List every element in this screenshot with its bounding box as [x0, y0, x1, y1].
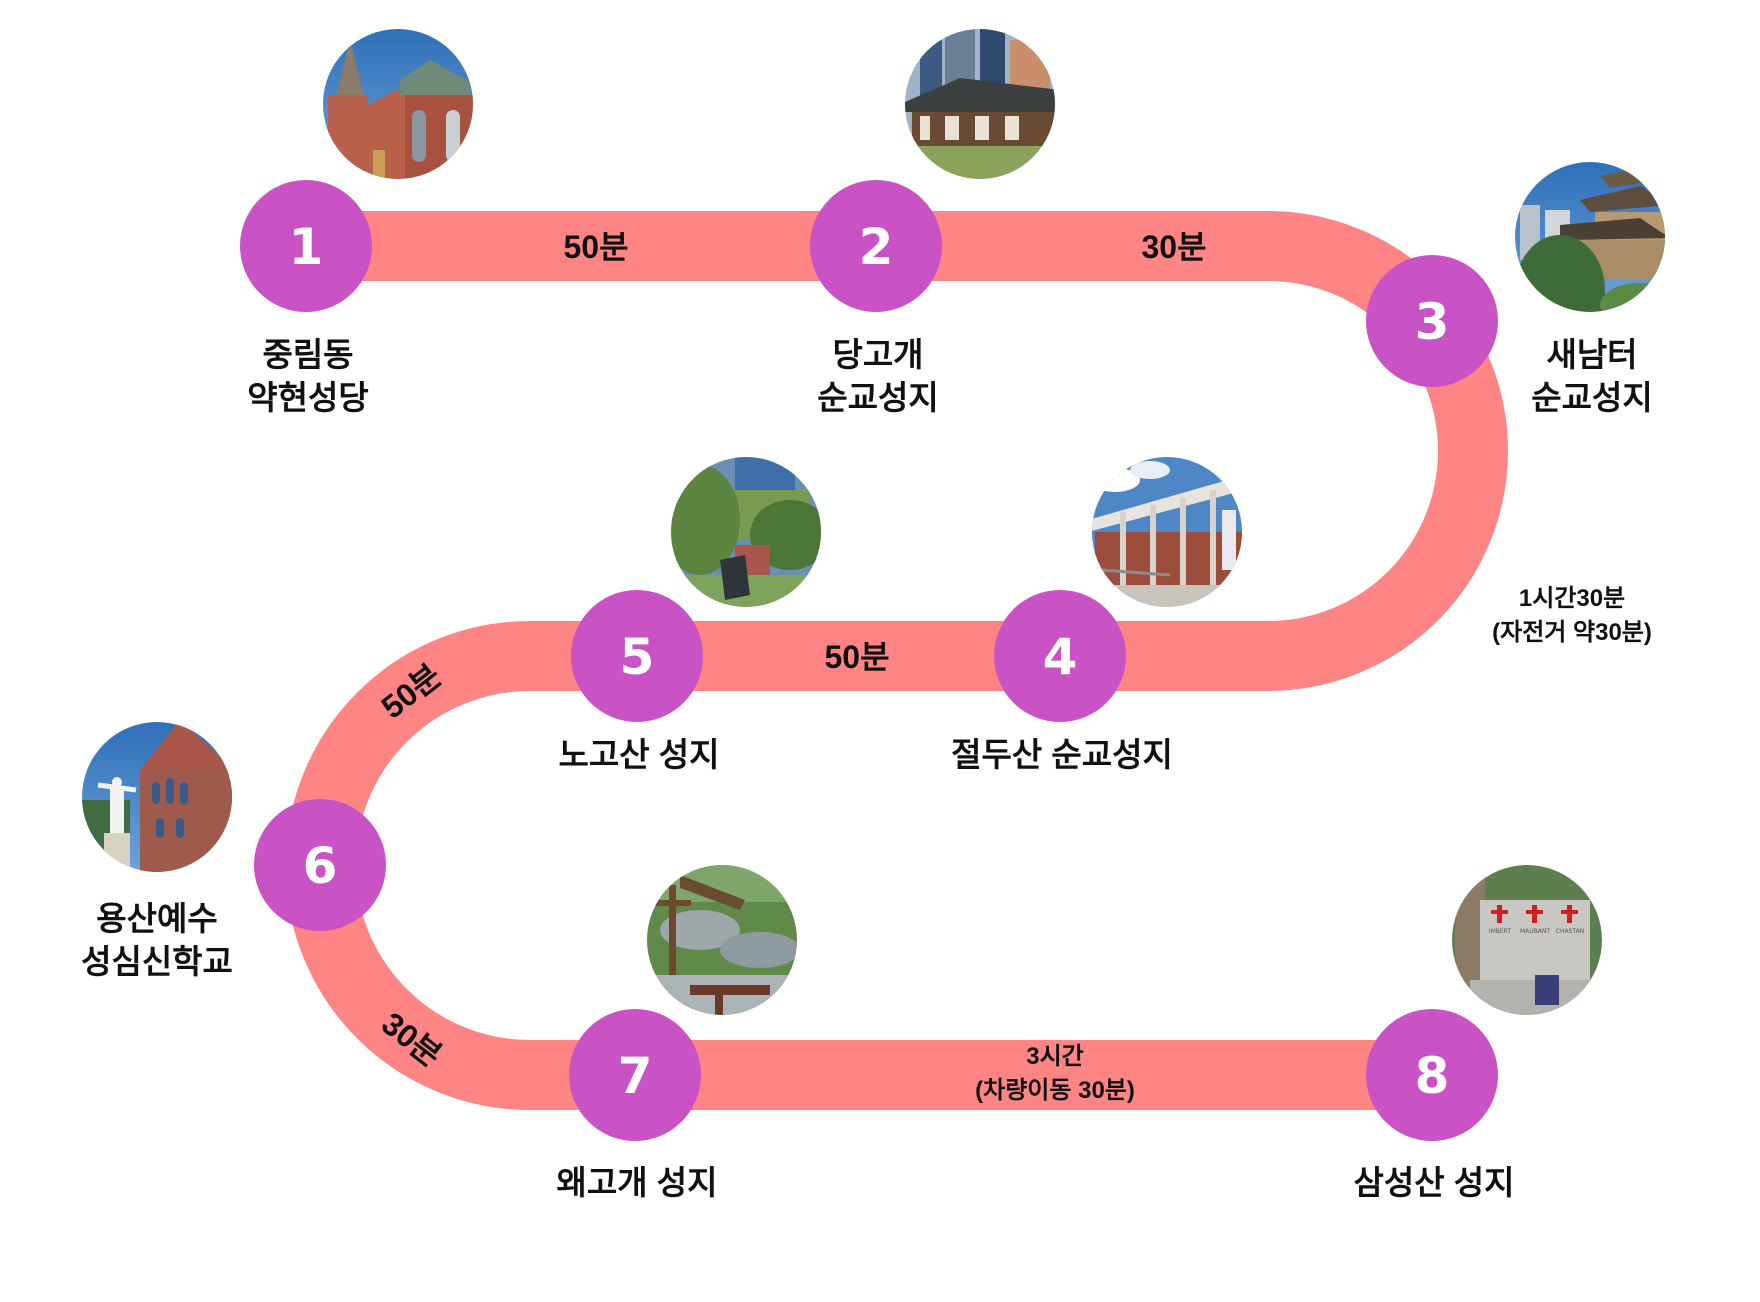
station-marker-8[interactable]: 8 [1366, 1009, 1498, 1141]
segment-duration-3-4-line2: (자전거 약30분) [1492, 619, 1652, 646]
station-photo-8: IMBERT MAUBANT CHASTAN [1452, 865, 1602, 1015]
station-photo-6 [82, 722, 232, 872]
station-number-7: 7 [618, 1047, 653, 1105]
memorial-inscription-3: CHASTAN [1556, 928, 1584, 935]
station-marker-2[interactable]: 2 [810, 180, 942, 312]
station-name-7: 왜고개 성지 [557, 1164, 718, 1201]
station-photo-1 [323, 29, 473, 179]
station-name-2-line2: 순교성지 [817, 379, 938, 416]
segment-duration-7-8-line1: 3시간 [1026, 1043, 1084, 1070]
station-number-2: 2 [859, 218, 894, 276]
station-name-8: 삼성산 성지 [1354, 1164, 1515, 1201]
station-name-6-line2: 성심신학교 [81, 943, 233, 980]
memorial-inscription-2: MAUBANT [1520, 928, 1550, 935]
station-marker-1[interactable]: 1 [240, 180, 372, 312]
station-name-3-line1: 새남터 [1546, 336, 1637, 373]
station-photo-5 [671, 457, 821, 607]
memorial-inscription-1: IMBERT [1489, 928, 1512, 935]
segment-duration-7-8-line2: (차량이동 30분) [975, 1077, 1135, 1104]
station-number-5: 5 [620, 628, 655, 686]
station-name-6-line1: 용산예수 [96, 900, 217, 937]
station-marker-6[interactable]: 6 [254, 799, 386, 931]
station-name-1-line2: 약현성당 [247, 379, 368, 416]
station-number-1: 1 [289, 218, 324, 276]
station-marker-4[interactable]: 4 [994, 590, 1126, 722]
station-name-2-line1: 당고개 [832, 336, 923, 373]
station-name-4: 절두산 순교성지 [951, 736, 1173, 773]
station-number-3: 3 [1415, 293, 1450, 351]
station-photo-4 [1092, 457, 1242, 607]
station-name-5: 노고산 성지 [559, 736, 720, 773]
station-name-1-line1: 중림동 [262, 336, 353, 373]
segment-duration-4-5: 50분 [824, 639, 889, 675]
station-marker-3[interactable]: 3 [1366, 255, 1498, 387]
station-photo-2 [905, 29, 1055, 179]
station-marker-7[interactable]: 7 [569, 1009, 701, 1141]
station-photo-7 [647, 865, 797, 1015]
station-name-3-line2: 순교성지 [1531, 379, 1652, 416]
station-number-8: 8 [1415, 1047, 1450, 1105]
segment-duration-2-3: 30분 [1141, 229, 1206, 265]
station-number-6: 6 [303, 837, 338, 895]
station-number-4: 4 [1043, 628, 1078, 686]
station-marker-5[interactable]: 5 [571, 590, 703, 722]
station-photo-3 [1515, 162, 1665, 312]
segment-duration-3-4-line1: 1시간30분 [1519, 585, 1625, 612]
segment-duration-1-2: 50분 [563, 229, 628, 265]
